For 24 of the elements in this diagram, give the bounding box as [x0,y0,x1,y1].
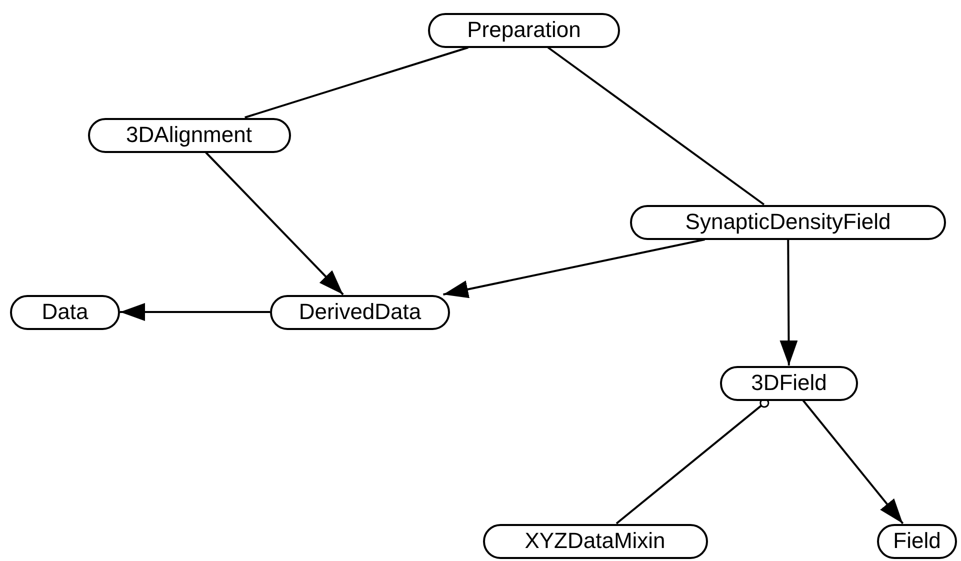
connector [616,398,770,524]
rounded-node [630,204,946,240]
node-label: DerivedData [298,299,422,325]
connector [443,238,705,298]
rounded-node [428,12,620,48]
node-label: SynapticDensityField [685,209,891,235]
rounded-node [720,366,858,400]
connector [120,303,270,321]
connector [205,152,344,296]
node-label: Preparation [467,17,581,43]
rounded-node [88,118,290,152]
node-label: XYZDataMixin [524,528,666,554]
node-label: Field [893,528,941,554]
rounded-node [10,294,120,330]
rounded-node [482,524,708,558]
rounded-node [877,524,957,558]
connector [802,400,904,524]
node-label: Data [42,299,88,325]
node-label: 3DField [751,370,827,396]
connector [244,46,468,118]
node-label: 3DAlignment [126,122,252,148]
rounded-node [270,294,450,330]
connector [547,46,765,206]
connector [780,240,798,366]
